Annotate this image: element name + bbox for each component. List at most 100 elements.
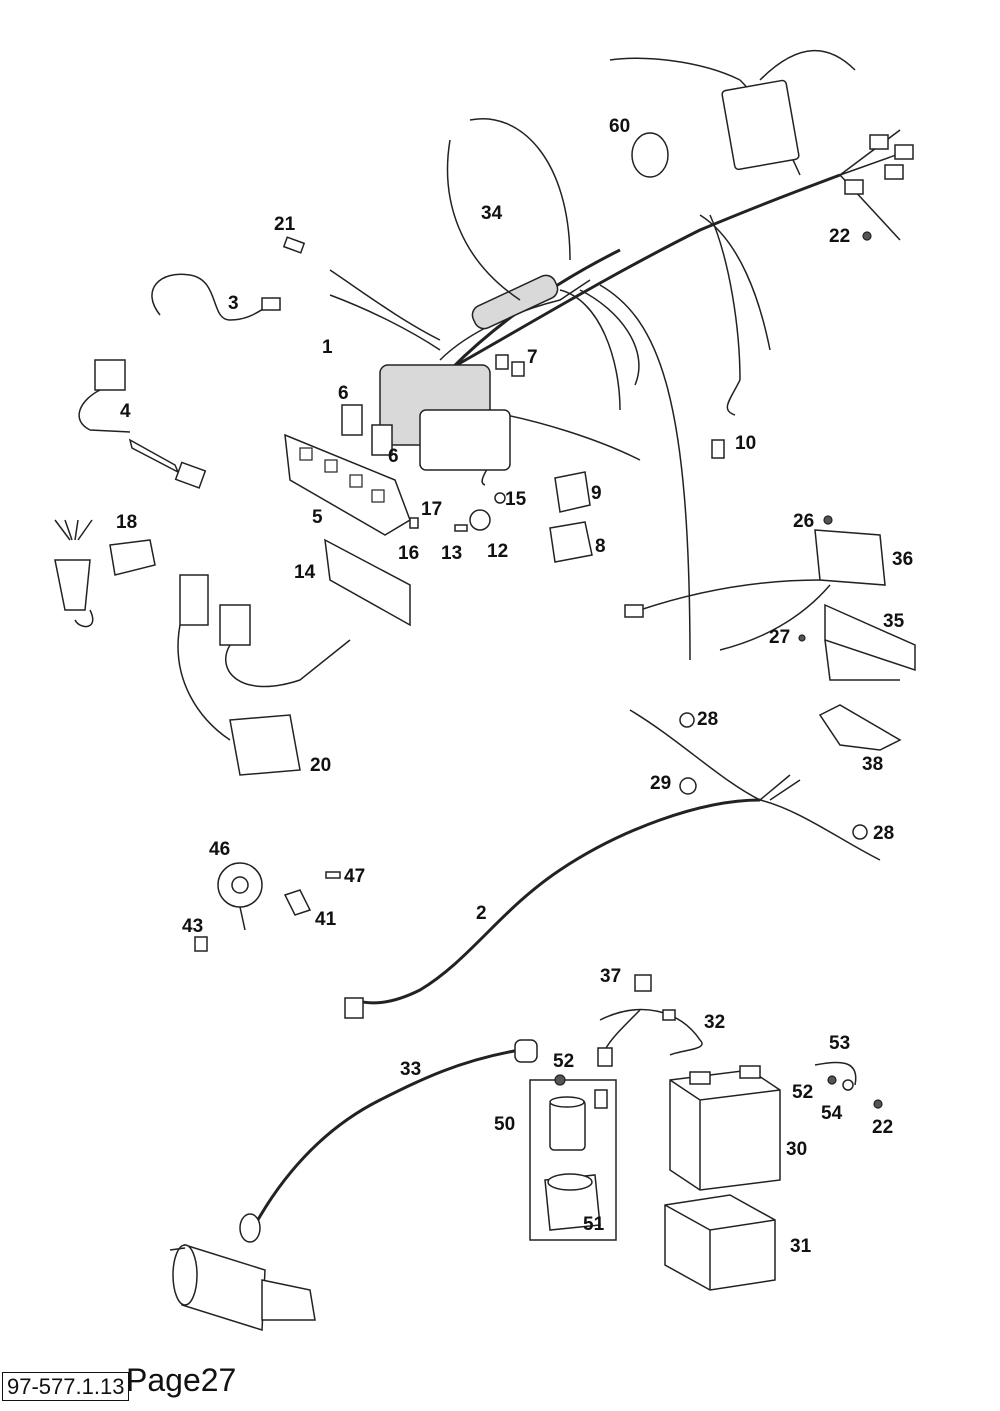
horn-46 [217,862,263,908]
callout-52b: 52 [792,1082,814,1103]
callout-43: 43 [182,916,204,937]
bolt-22a [862,231,872,241]
callout-13: 13 [441,543,463,564]
callout-16: 16 [398,543,420,564]
plate-14 [324,538,411,627]
cable-33-terminal [514,1039,538,1063]
callout-22b: 22 [872,1117,894,1138]
callout-6b: 6 [388,446,399,467]
callout-21: 21 [274,214,296,235]
part-4 [78,359,207,489]
battery-30 [669,1065,781,1191]
callout-15: 15 [505,489,527,510]
cable-33-boot [239,1213,261,1243]
starter-motor [169,1243,316,1332]
grommet-28b [852,824,868,840]
callout-36: 36 [892,549,914,570]
cable-32 [599,1008,703,1056]
horn-46-center [231,876,249,894]
part-12 [469,509,491,531]
bracket-35-leg [824,639,900,681]
main-harness [329,49,911,661]
regulator-36 [814,529,886,586]
screw-27 [798,634,806,642]
callout-27: 27 [769,627,791,648]
battery-box-31 [664,1194,776,1291]
grommet-29 [679,777,697,795]
cable-3 [151,273,271,321]
harness-2 [354,798,761,1005]
callout-60: 60 [609,116,631,137]
callout-53: 53 [829,1033,851,1054]
reg-wire-a [639,579,821,611]
sensor-21 [282,236,306,254]
nut-43 [194,936,208,952]
connector-3 [261,297,281,311]
callout-1: 1 [322,337,333,358]
washer-54 [842,1079,854,1091]
callout-8: 8 [595,536,606,557]
callout-12: 12 [487,541,509,562]
callout-35: 35 [883,611,905,632]
cable-32-connector [597,1047,613,1067]
nut-52a [554,1074,566,1086]
callout-7: 7 [527,347,538,368]
harness-2-connector [344,997,364,1019]
callout-31: 31 [790,1236,812,1257]
callout-5: 5 [312,507,323,528]
cable-32-clip [662,1009,676,1021]
cable-10 [726,379,741,416]
callout-34: 34 [481,203,503,224]
callout-30: 30 [786,1139,808,1160]
callout-20: 20 [310,755,332,776]
callout-26: 26 [793,511,815,532]
bracket-holes [299,447,385,503]
reg-connector [624,604,644,618]
starter-cable-33 [253,1048,521,1226]
bolt-22b [873,1099,883,1109]
clamp-ring [631,132,669,178]
part-13 [454,524,468,532]
relay-9 [554,471,591,513]
harness-2-branch-a [629,709,761,801]
callout-47: 47 [344,866,366,887]
relay-6a [341,404,363,436]
pad-38 [818,704,902,751]
nut-52b [827,1075,837,1085]
callout-52a: 52 [553,1051,575,1072]
callout-28a: 28 [697,709,719,730]
callout-9: 9 [591,483,602,504]
relay-cover-51 [544,1173,601,1231]
relay-6b [371,424,393,456]
footer-document-code: 97-577.1.13 [2,1372,130,1401]
callout-28b: 28 [873,823,895,844]
relay-block [379,364,511,471]
callout-6a: 6 [338,383,349,404]
relay-8 [549,521,593,563]
callout-51: 51 [583,1214,605,1235]
callout-4: 4 [120,401,131,422]
callout-46: 46 [209,839,231,860]
callout-14: 14 [294,562,316,583]
callout-50: 50 [494,1114,516,1135]
part-26 [823,515,833,525]
callout-3: 3 [228,293,239,314]
screw-47 [325,871,341,879]
cdi-unit [721,79,914,195]
harness-2-branch-b [759,799,881,861]
callout-38: 38 [862,754,884,775]
callout-18: 18 [116,512,138,533]
cable-53 [814,1061,857,1086]
callout-2: 2 [476,903,487,924]
bracket-5 [284,433,411,536]
callout-17: 17 [421,499,443,520]
footer-page-label: Page27 [126,1362,237,1398]
callout-33: 33 [400,1059,422,1080]
harness-2-branch-c [759,774,801,801]
callout-10: 10 [735,433,757,454]
part-18 [54,519,156,628]
callout-37: 37 [600,966,622,987]
reg-wire-b [719,584,831,651]
callout-22a: 22 [829,226,851,247]
